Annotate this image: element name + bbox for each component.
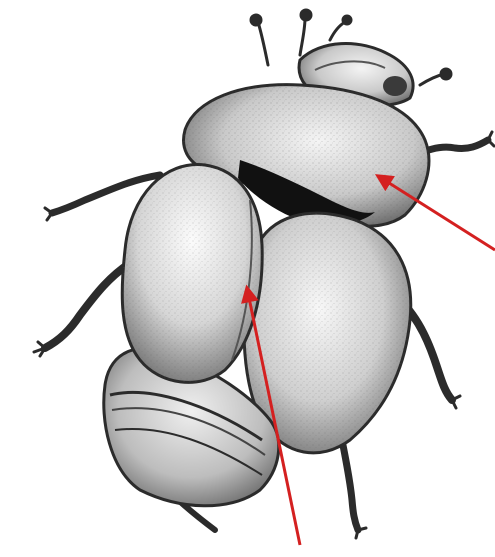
- eye: [383, 76, 407, 96]
